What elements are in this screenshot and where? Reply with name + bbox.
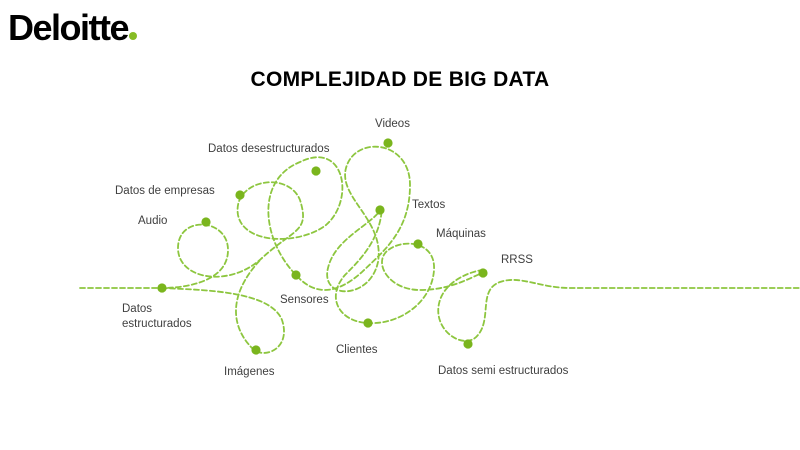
dashed-flow-path (79, 145, 800, 342)
node-label-videos: Videos (375, 118, 410, 130)
node-dot-audio (201, 217, 211, 227)
node-label-clientes: Clientes (336, 344, 378, 356)
node-dot-clientes (363, 318, 373, 328)
node-label-line: Textos (412, 199, 445, 211)
node-label-line: Clientes (336, 344, 378, 356)
node-label-datos-de-empresas: Datos de empresas (115, 185, 215, 197)
node-label-maquinas: Máquinas (436, 228, 486, 240)
node-label-line: Datos desestructurados (208, 143, 330, 155)
node-dot-videos (383, 138, 393, 148)
node-label-line: estructurados (122, 318, 192, 330)
node-dot-imagenes (251, 345, 261, 355)
node-dot-rrss (478, 268, 488, 278)
node-dot-sensores (291, 270, 301, 280)
deloitte-logo: Deloitte (8, 6, 138, 50)
node-label-datos-desestructurados: Datos desestructurados (208, 143, 330, 155)
logo-text: Deloitte (8, 7, 130, 48)
left-lower-loop (161, 257, 285, 354)
logo-dot (129, 32, 138, 40)
node-label-line: Datos semi estructurados (438, 365, 569, 377)
node-label-line: Sensores (280, 294, 329, 306)
node-dot-maquinas (413, 239, 423, 249)
node-label-sensores: Sensores (280, 294, 329, 306)
node-label-rrss: RRSS (501, 254, 533, 266)
page-title: COMPLEJIDAD DE BIG DATA (250, 68, 550, 91)
node-label-line: Datos de empresas (115, 185, 215, 197)
node-label-line: Datos (122, 303, 152, 315)
node-label-line: Máquinas (436, 228, 486, 240)
node-label-datos-semi-estructurados: Datos semi estructurados (438, 365, 569, 377)
node-dot-datos-estructurados (157, 283, 167, 293)
node-label-line: Imágenes (224, 366, 275, 378)
node-label-imagenes: Imágenes (224, 366, 275, 378)
node-label-datos-estructurados: Datos estructurados (122, 303, 192, 330)
node-dot-textos (375, 205, 385, 215)
node-dot-datos-desestructurados (311, 166, 321, 176)
node-dot-datos-de-empresas (235, 190, 245, 200)
node-label-line: RRSS (501, 254, 533, 266)
node-label-line: Audio (138, 215, 167, 227)
node-dot-datos-semi-estructurados (463, 339, 473, 349)
node-label-line: Videos (375, 118, 410, 130)
node-label-audio: Audio (138, 215, 167, 227)
node-label-textos: Textos (412, 199, 445, 211)
